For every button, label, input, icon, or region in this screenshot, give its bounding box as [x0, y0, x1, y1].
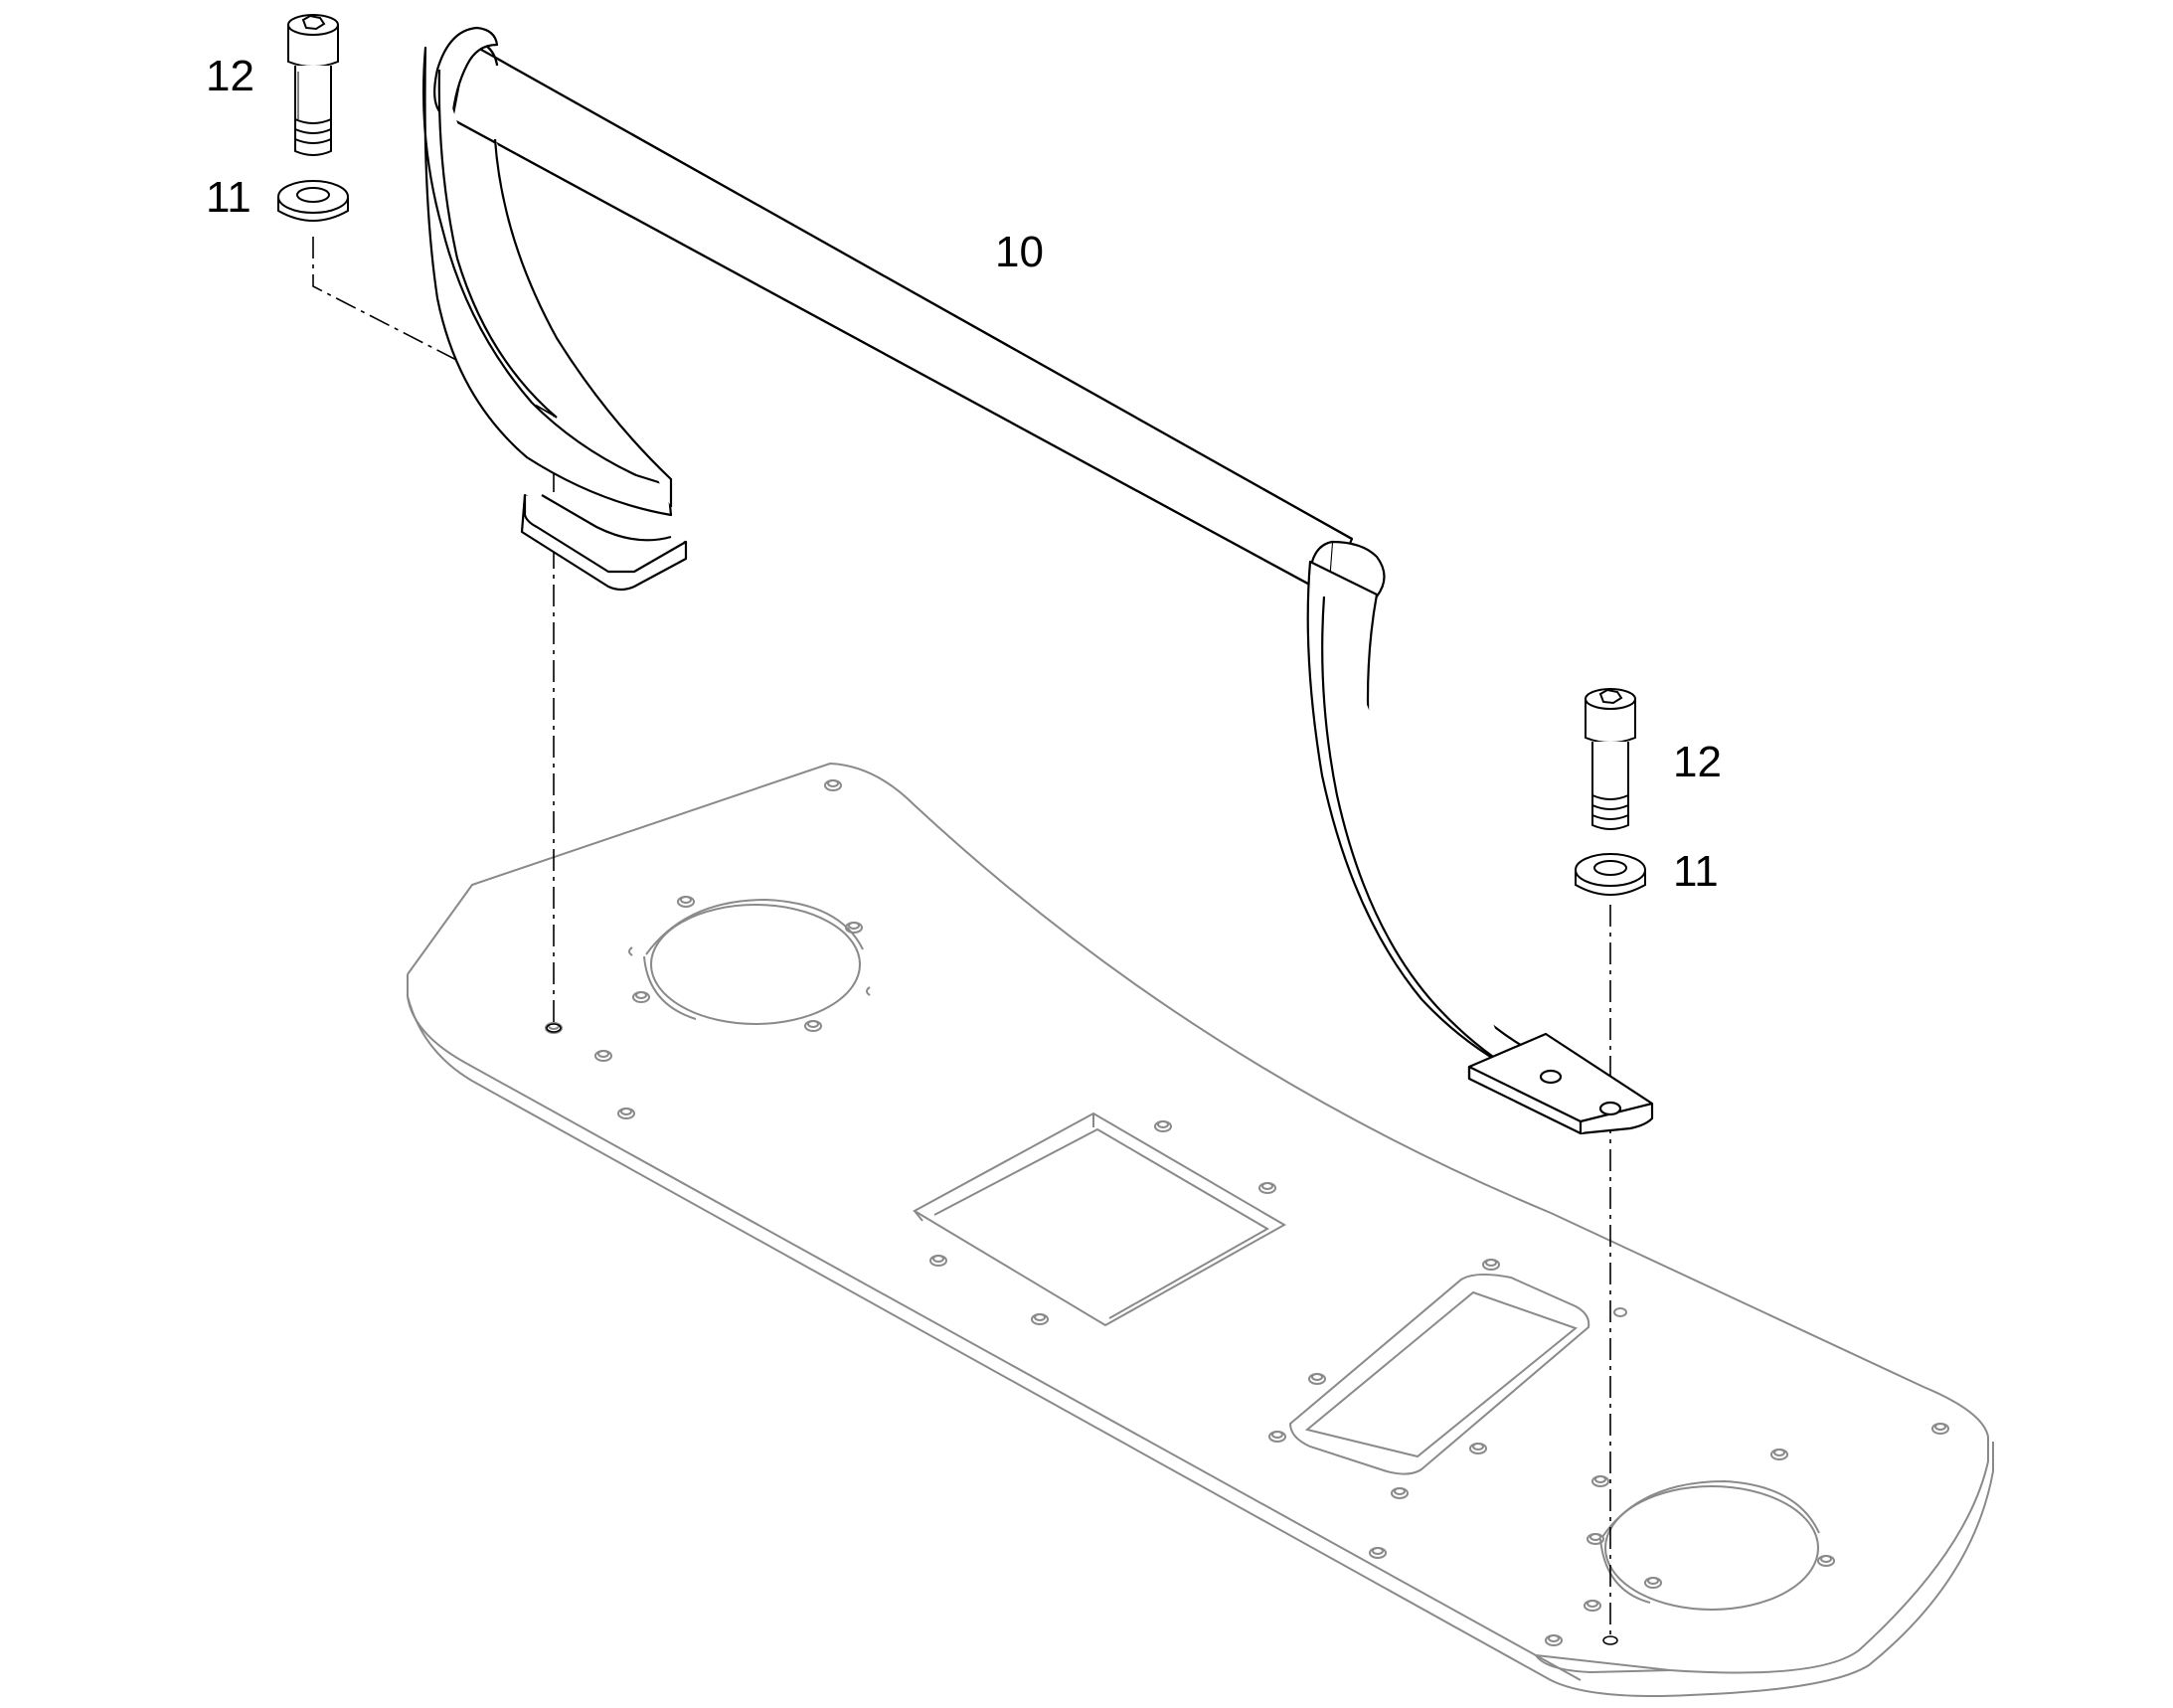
callout-12-top-left: 12 — [206, 52, 254, 100]
plate-bolt-holes — [545, 779, 1949, 1646]
washer-part-right — [1575, 853, 1646, 896]
callout-12-right: 12 — [1673, 738, 1722, 786]
washer-part-top-left — [277, 180, 349, 222]
screw-part-right — [1585, 688, 1636, 830]
callout-11-right: 11 — [1673, 847, 1719, 896]
callout-10-grab-bar: 10 — [995, 228, 1044, 276]
callout-11-top-left: 11 — [206, 173, 251, 222]
grab-bar-part — [421, 26, 1654, 1135]
target-holes — [546, 1023, 1618, 1645]
base-plate — [407, 762, 1994, 1697]
screw-part-top-left — [287, 14, 339, 156]
